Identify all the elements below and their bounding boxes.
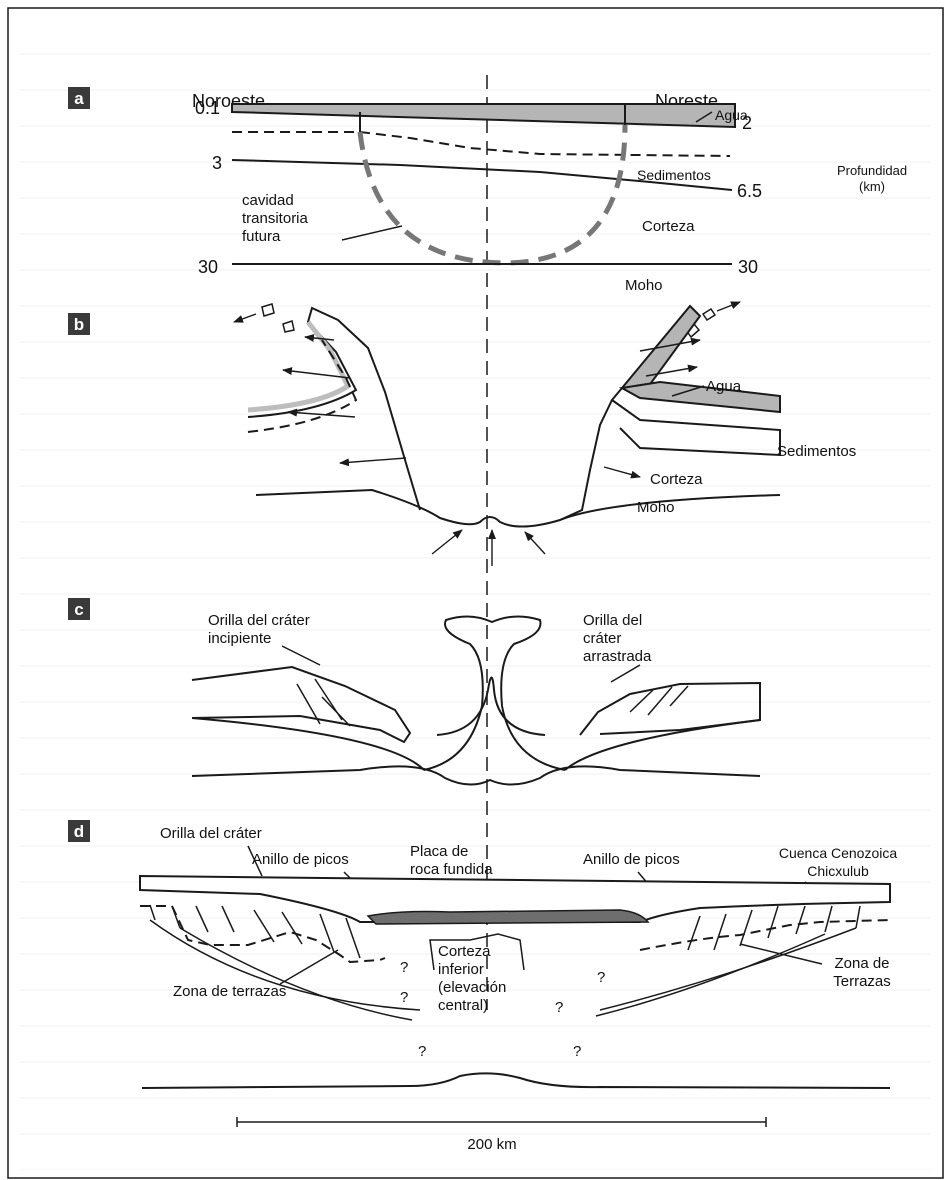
crust-label-a: Corteza bbox=[642, 218, 695, 235]
depth-left-sed: 3 bbox=[212, 153, 222, 173]
cavity-label-2: transitoria bbox=[242, 210, 309, 227]
depth-right-moho: 30 bbox=[738, 257, 758, 277]
rim-incipient-label-2: incipiente bbox=[208, 630, 271, 647]
question-mark: ? bbox=[573, 1043, 581, 1060]
basin-label-1: Cuenca Cenozoica bbox=[779, 845, 898, 861]
melt-label-2: roca fundida bbox=[410, 861, 493, 878]
crater-rim-label: Orilla del cráter bbox=[160, 825, 262, 842]
sediments-label-b: Sedimentos bbox=[777, 443, 856, 460]
svg-text:c: c bbox=[74, 600, 83, 619]
panel-c-tag: c bbox=[68, 598, 90, 620]
depth-label-1: Profundidad bbox=[837, 163, 907, 178]
depth-left-top: 0.1 bbox=[195, 98, 220, 118]
lower-crust-label-3: (elevación bbox=[438, 979, 506, 996]
question-mark: ? bbox=[400, 959, 408, 976]
cavity-label-1: cavidad bbox=[242, 192, 294, 209]
rim-dragged-label-3: arrastrada bbox=[583, 648, 652, 665]
svg-text:a: a bbox=[74, 89, 84, 108]
svg-text:d: d bbox=[74, 822, 84, 841]
peak-ring-right-label: Anillo de picos bbox=[583, 851, 680, 868]
terraces-right-label-1: Zona de bbox=[834, 955, 889, 972]
terraces-left-label: Zona de terrazas bbox=[173, 983, 286, 1000]
scale-bar-label: 200 km bbox=[467, 1136, 516, 1153]
panel-d-tag: d bbox=[68, 820, 90, 842]
water-label-b: Agua bbox=[706, 378, 742, 395]
question-mark: ? bbox=[555, 999, 563, 1016]
question-mark: ? bbox=[597, 969, 605, 986]
moho-label-a: Moho bbox=[625, 277, 663, 294]
lower-crust-label-4: central) bbox=[438, 997, 488, 1014]
rim-dragged-label-2: cráter bbox=[583, 630, 621, 647]
basin-label-2: Chicxulub bbox=[807, 863, 869, 879]
svg-text:b: b bbox=[74, 315, 84, 334]
melt-sheet bbox=[368, 910, 648, 924]
rim-dragged-label-1: Orilla del bbox=[583, 612, 642, 629]
question-mark: ? bbox=[400, 989, 408, 1006]
terraces-right-label-2: Terrazas bbox=[833, 973, 891, 990]
moho-label-b: Moho bbox=[637, 499, 675, 516]
seds-label: Seds bbox=[667, 430, 708, 450]
crust-label-b: Corteza bbox=[650, 471, 703, 488]
depth-right-sed: 6.5 bbox=[737, 181, 762, 201]
depth-left-moho: 30 bbox=[198, 257, 218, 277]
peak-ring-left-label: Anillo de picos bbox=[252, 851, 349, 868]
lower-crust-label-2: inferior bbox=[438, 961, 484, 978]
rim-incipient-label-1: Orilla del cráter bbox=[208, 612, 310, 629]
sediments-label: Sedimentos bbox=[637, 167, 711, 183]
depth-label-2: (km) bbox=[859, 179, 885, 194]
depth-right-top: 2 bbox=[742, 113, 752, 133]
ejecta-block bbox=[262, 304, 274, 316]
panel-b-tag: b bbox=[68, 313, 90, 335]
cavity-label-3: futura bbox=[242, 228, 281, 245]
question-mark: ? bbox=[418, 1043, 426, 1060]
melt-label-1: Placa de bbox=[410, 843, 468, 860]
panel-a-tag: a bbox=[68, 87, 90, 109]
lower-crust-label-1: Corteza bbox=[438, 943, 491, 960]
